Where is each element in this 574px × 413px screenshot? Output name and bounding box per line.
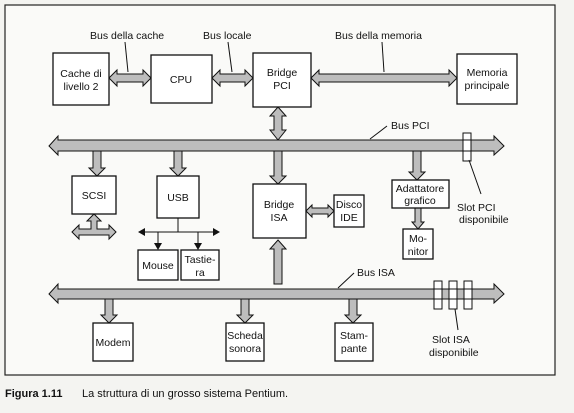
graphics-label-1: Adattatore bbox=[396, 183, 445, 195]
usb-to-mouse-arrow bbox=[154, 243, 162, 250]
sound-card-label-2: sonora bbox=[229, 343, 261, 355]
usb-left-arrow bbox=[138, 228, 145, 236]
graphics-adapter-box bbox=[391, 179, 450, 209]
usb-box bbox=[156, 175, 200, 219]
memory-box bbox=[456, 53, 518, 105]
ide-disk-label-1: Disco bbox=[336, 199, 362, 211]
printer-box bbox=[334, 322, 374, 362]
scsi-box bbox=[71, 175, 117, 215]
scsi-label: SCSI bbox=[82, 190, 107, 202]
isa-to-modem bbox=[99, 298, 119, 324]
keyboard-box bbox=[180, 249, 220, 281]
usb-right-arrow bbox=[213, 228, 220, 236]
usb-to-keyboard-arrow bbox=[194, 243, 202, 250]
pci-to-bridge-isa bbox=[268, 150, 288, 185]
isa-bus-label: Bus ISA bbox=[357, 267, 395, 279]
bridge-pci-label-2: PCI bbox=[273, 80, 291, 92]
isa-slot-1 bbox=[433, 280, 443, 310]
cpu-box bbox=[150, 54, 213, 104]
pci-to-usb bbox=[168, 150, 188, 177]
cache-label-1: Cache di bbox=[60, 68, 101, 80]
usb-label: USB bbox=[167, 192, 189, 204]
pci-to-graphics bbox=[407, 150, 427, 181]
isa-slot-label-2: disponibile bbox=[429, 347, 479, 359]
figure-caption: La struttura di un grosso sistema Pentiu… bbox=[82, 388, 288, 400]
cache-label-2: livello 2 bbox=[63, 81, 98, 93]
isa-bus bbox=[48, 282, 505, 305]
printer-label-2: pante bbox=[341, 343, 367, 355]
mouse-box bbox=[137, 249, 179, 281]
ide-disk-label-2: IDE bbox=[340, 212, 358, 224]
keyboard-label-1: Tastie- bbox=[185, 254, 216, 266]
cache-box bbox=[52, 52, 110, 106]
pci-bus bbox=[48, 134, 505, 157]
bridge-isa-box bbox=[252, 183, 307, 239]
cache-bus-label: Bus della cache bbox=[90, 30, 164, 42]
modem-box bbox=[92, 322, 134, 362]
local-bus-label: Bus locale bbox=[203, 30, 252, 42]
sound-card-box bbox=[225, 322, 265, 362]
isa-slot-3 bbox=[463, 280, 473, 310]
isa-slot-leader bbox=[454, 308, 459, 331]
memory-bus-label: Bus della memoria bbox=[335, 30, 422, 42]
bridge-pci-label-1: Bridge bbox=[267, 67, 298, 79]
monitor-label-2: nitor bbox=[408, 246, 429, 258]
pci-slot-label-2: disponibile bbox=[459, 214, 509, 226]
bridge-isa-to-isa-bus bbox=[268, 239, 288, 285]
mouse-label: Mouse bbox=[142, 260, 174, 272]
isa-to-printer bbox=[343, 298, 363, 324]
graphics-label-2: grafico bbox=[404, 195, 436, 207]
isa-slot-2 bbox=[448, 280, 458, 310]
pci-slot-leader bbox=[468, 159, 482, 195]
printer-label-1: Stam- bbox=[340, 330, 369, 342]
cpu-label: CPU bbox=[170, 74, 192, 86]
pci-slot bbox=[462, 132, 472, 162]
memory-label-2: principale bbox=[465, 80, 510, 92]
figure-number: Figura 1.11 bbox=[5, 388, 62, 400]
monitor-label-1: Mo- bbox=[409, 233, 428, 245]
isa-slot-label-1: Slot ISA bbox=[432, 334, 470, 346]
memory-label-1: Memoria bbox=[467, 67, 508, 79]
bridge-isa-label-2: ISA bbox=[271, 212, 288, 224]
keyboard-label-2: ra bbox=[195, 267, 204, 279]
pci-bus-label: Bus PCI bbox=[391, 120, 430, 132]
bridge-isa-label-1: Bridge bbox=[264, 199, 295, 211]
modem-label: Modem bbox=[95, 337, 130, 349]
monitor-box bbox=[402, 228, 434, 260]
bridge-pci-box bbox=[252, 52, 312, 108]
pci-slot-label-1: Slot PCI bbox=[457, 202, 496, 214]
pci-to-scsi bbox=[87, 150, 107, 177]
ide-disk-box bbox=[333, 194, 365, 228]
sound-card-label-1: Scheda bbox=[227, 330, 263, 342]
isa-to-sound bbox=[235, 298, 255, 324]
graphics-to-monitor bbox=[410, 207, 426, 230]
scsi-cable bbox=[71, 213, 117, 241]
